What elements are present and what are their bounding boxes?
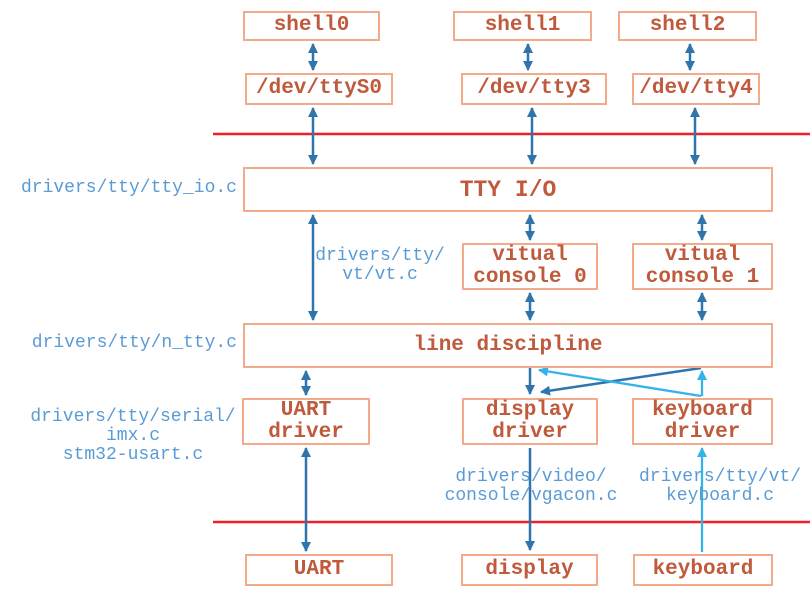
box-virtual-console-0: vitual console 0 (462, 243, 598, 290)
box-shell2-label: shell2 (649, 14, 726, 37)
box-shell2: shell2 (618, 11, 757, 41)
source-label-tty-io: drivers/tty/tty_io.c (20, 178, 237, 198)
arrow-keyboarddriver-linediscipline-diagonal (538, 366, 702, 398)
box-line-discipline-label: line discipline (413, 333, 603, 357)
box-tty-io-label: TTY I/O (459, 176, 557, 203)
source-label-serial: drivers/tty/serial/ imx.c stm32-usart.c (30, 407, 236, 465)
box-dev-tty3: /dev/tty3 (461, 73, 607, 105)
box-keyboard-driver-line2: driver (664, 420, 741, 444)
box-tty-io: TTY I/O (243, 167, 773, 212)
box-keyboard-hardware-label: keyboard (652, 558, 754, 581)
box-display-hardware: display (461, 554, 598, 586)
box-display-driver: display driver (462, 398, 598, 445)
box-virtual-console-1: vitual console 1 (632, 243, 773, 290)
box-display-hardware-label: display (485, 558, 574, 581)
box-dev-tty3-label: /dev/tty3 (477, 77, 591, 100)
box-keyboard-driver: keyboard driver (632, 398, 773, 445)
box-uart-driver: UART driver (242, 398, 370, 445)
box-virtual-console-1-line2: console 1 (645, 265, 760, 289)
box-display-driver-line1: display (485, 398, 575, 422)
box-shell1-label: shell1 (484, 14, 561, 37)
source-label-n-tty: drivers/tty/n_tty.c (31, 333, 237, 353)
box-keyboard-driver-line1: keyboard (652, 398, 753, 422)
arrow-linediscipline-displaydriver-diagonal (540, 366, 702, 396)
box-dev-ttys0: /dev/ttyS0 (245, 73, 393, 105)
box-uart-driver-line2: driver (268, 420, 344, 444)
box-line-discipline: line discipline (243, 323, 773, 368)
box-dev-tty4-label: /dev/tty4 (639, 77, 753, 100)
box-uart-hardware-label: UART (293, 558, 345, 581)
box-virtual-console-0-line2: console 0 (473, 265, 587, 289)
box-virtual-console-1-line1: vitual (664, 243, 741, 267)
box-keyboard-hardware: keyboard (633, 554, 773, 586)
box-dev-ttys0-label: /dev/ttyS0 (255, 77, 383, 100)
box-shell0: shell0 (243, 11, 380, 41)
box-display-driver-line2: driver (492, 420, 568, 444)
box-uart-hardware: UART (245, 554, 393, 586)
box-uart-driver-line1: UART (280, 398, 332, 422)
source-label-keyboard: drivers/tty/vt/ keyboard.c (638, 467, 802, 506)
box-shell1: shell1 (453, 11, 592, 41)
source-label-vgacon: drivers/video/ console/vgacon.c (444, 467, 618, 506)
box-shell0-label: shell0 (273, 14, 350, 37)
box-virtual-console-0-line1: vitual (492, 243, 568, 267)
box-dev-tty4: /dev/tty4 (632, 73, 760, 105)
source-label-vt: drivers/tty/ vt/vt.c (315, 246, 445, 285)
